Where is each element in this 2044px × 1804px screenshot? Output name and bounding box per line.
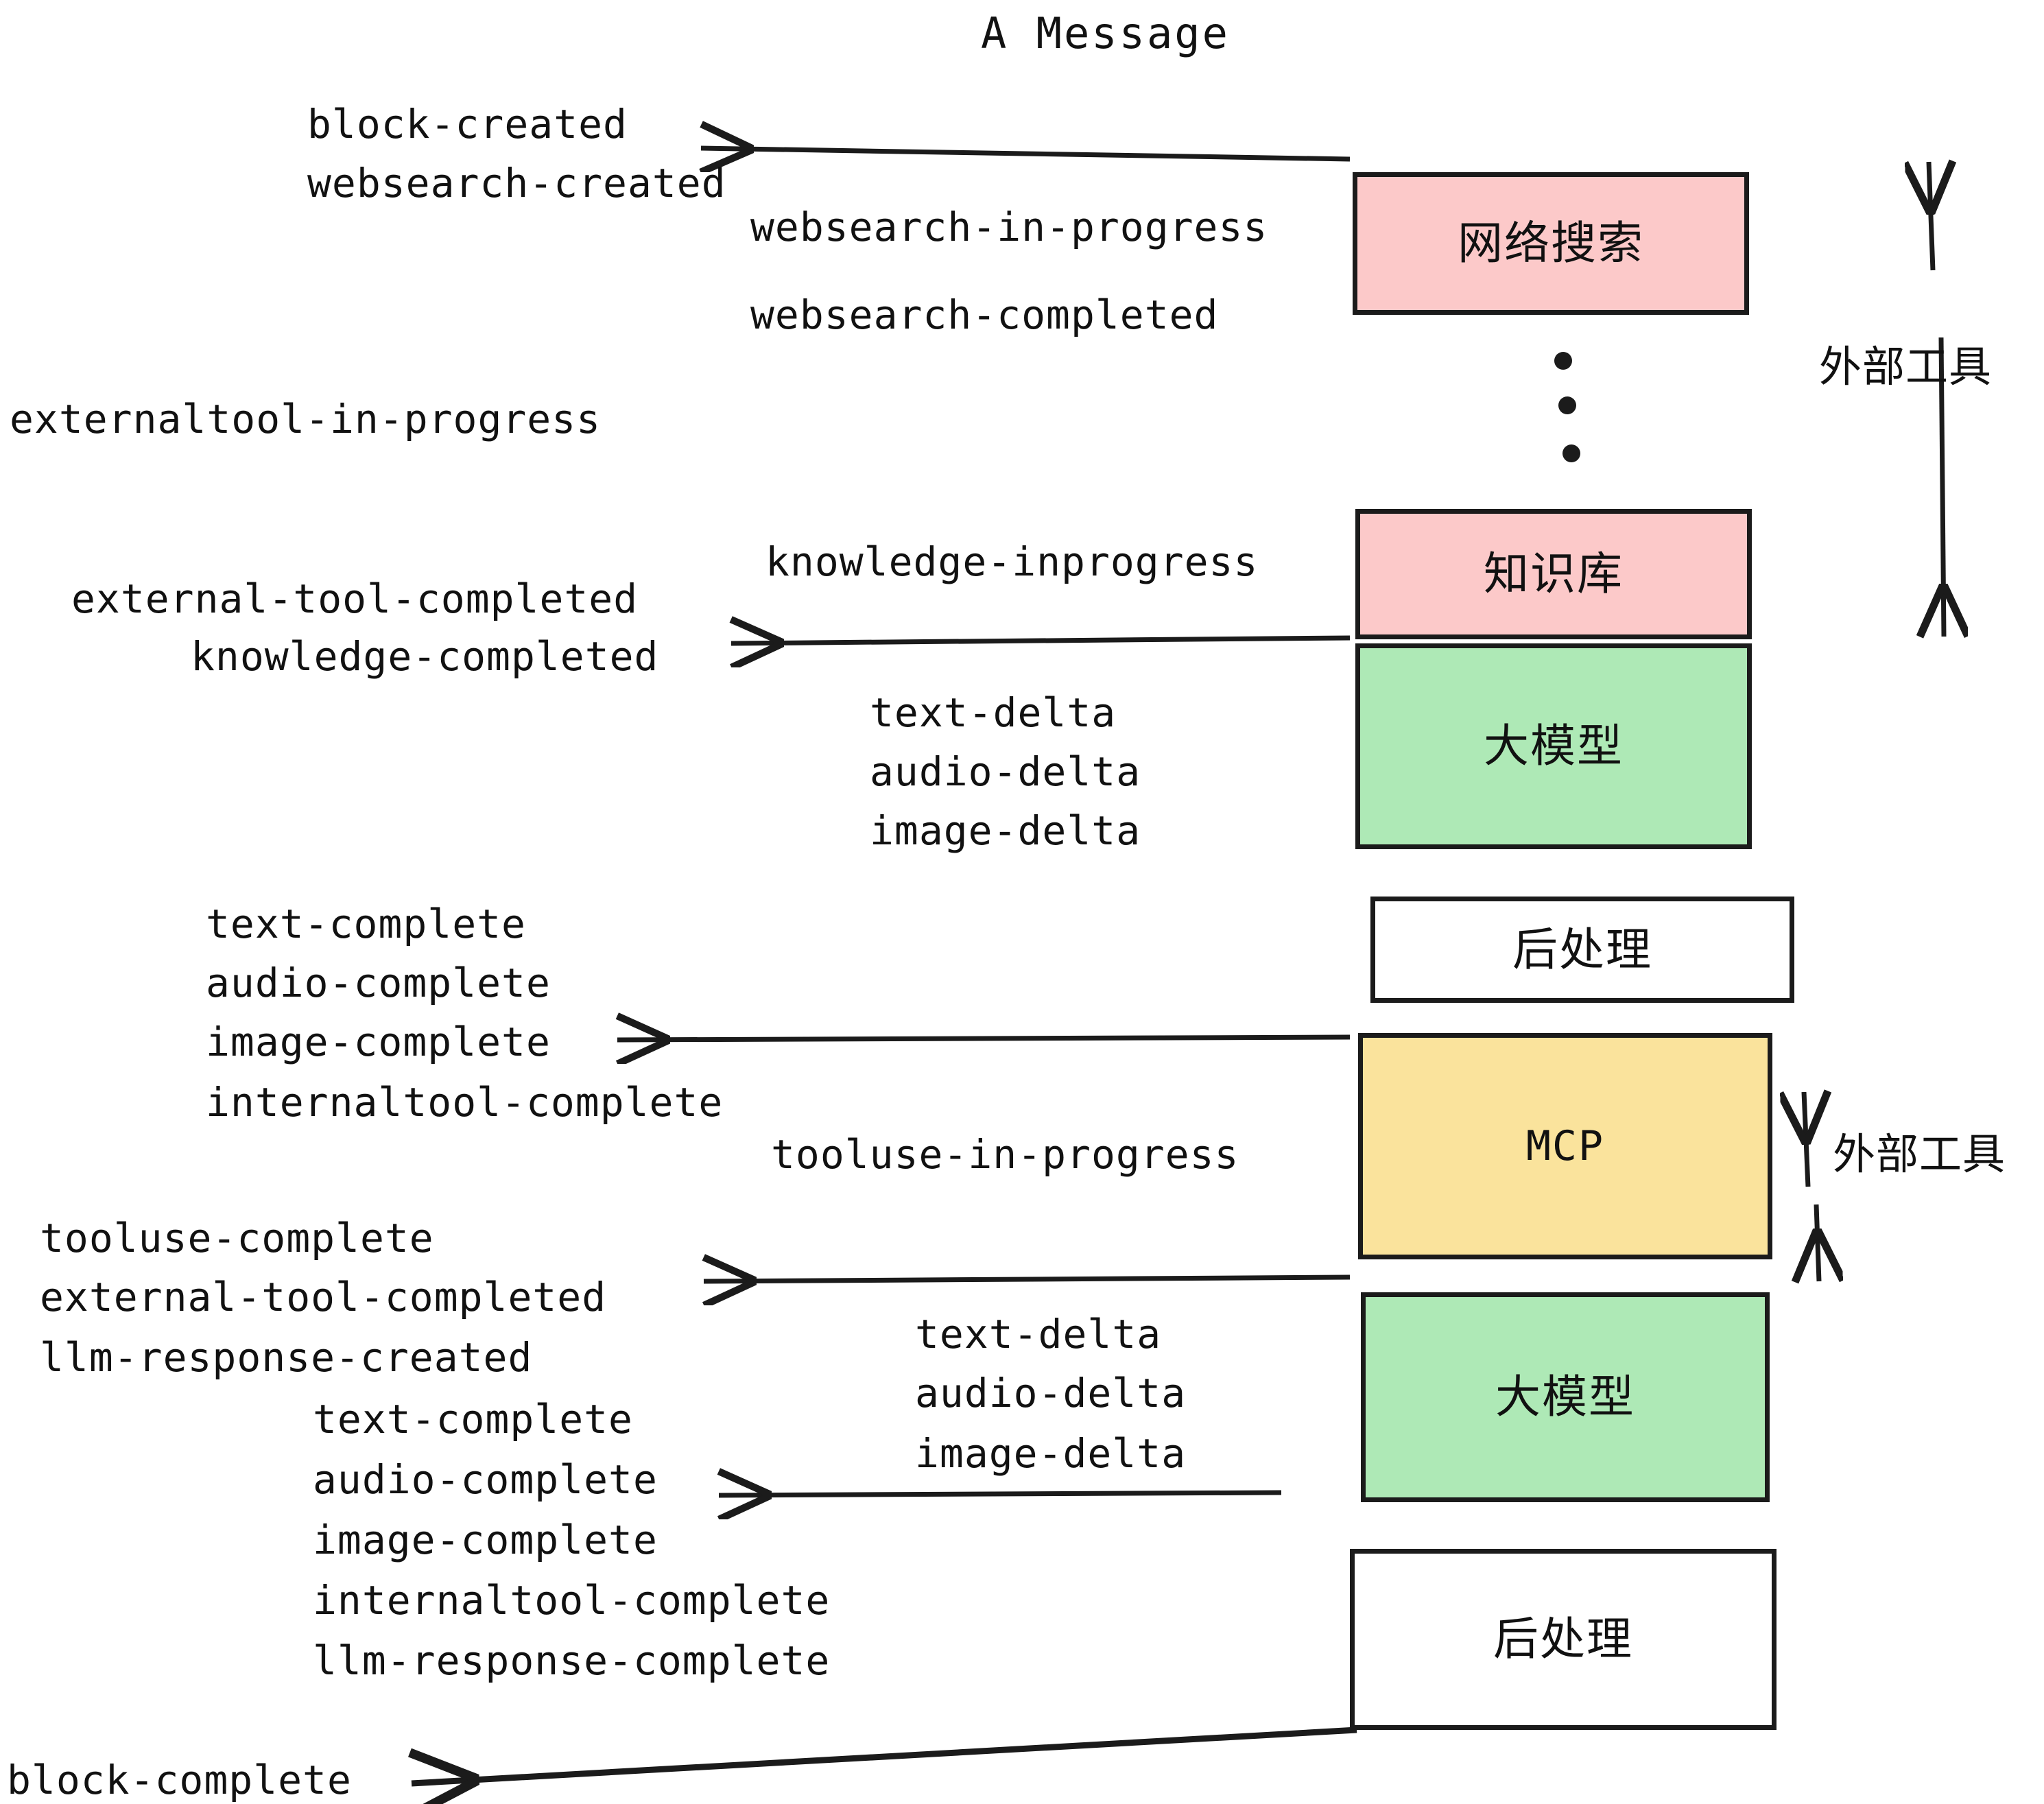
- box-llm-2[interactable]: 大模型: [1361, 1292, 1770, 1502]
- event-external-tool-completed-1: external-tool-completed: [71, 575, 639, 622]
- event-audio-complete-1: audio-complete: [206, 960, 551, 1006]
- event-tooluse-in-progress: tooluse-in-progress: [771, 1131, 1239, 1178]
- event-image-complete-2: image-complete: [313, 1517, 658, 1563]
- event-image-delta-1: image-delta: [870, 807, 1141, 854]
- event-llm-response-created: llm-response-created: [40, 1334, 533, 1381]
- event-text-delta-1: text-delta: [870, 689, 1117, 736]
- arrow-external-tools-bottom-down: [1816, 1204, 1819, 1281]
- box-postprocess-1[interactable]: 后处理: [1370, 897, 1794, 1003]
- event-internaltool-complete-2: internaltool-complete: [313, 1577, 831, 1624]
- box-mcp-label: MCP: [1525, 1122, 1605, 1170]
- event-internaltool-complete-1: internaltool-complete: [206, 1079, 724, 1126]
- event-block-created: block-created: [307, 101, 628, 147]
- event-image-delta-2: image-delta: [915, 1430, 1187, 1477]
- event-websearch-created: websearch-created: [307, 160, 726, 206]
- arrow-knowledge-completed: [731, 638, 1351, 643]
- event-websearch-in-progress: websearch-in-progress: [750, 204, 1268, 250]
- event-externaltool-in-progress: externaltool-in-progress: [10, 396, 602, 442]
- event-external-tool-completed-2: external-tool-completed: [40, 1274, 607, 1320]
- event-websearch-completed: websearch-completed: [750, 292, 1219, 338]
- ellipsis-dot: [1558, 396, 1576, 414]
- event-knowledge-inprogress: knowledge-inprogress: [765, 538, 1259, 585]
- box-websearch[interactable]: 网络搜索: [1353, 172, 1749, 315]
- page-title: A Message: [981, 8, 1230, 58]
- arrow-audio-complete: [719, 1493, 1282, 1495]
- event-text-complete-2: text-complete: [313, 1396, 633, 1443]
- box-postprocess-2-label: 后处理: [1493, 1613, 1633, 1665]
- event-llm-response-complete: llm-response-complete: [313, 1637, 831, 1684]
- ellipsis-dot: [1562, 444, 1580, 462]
- arrow-block-complete: [412, 1726, 1357, 1783]
- event-knowledge-completed: knowledge-completed: [191, 633, 659, 680]
- event-block-complete: block-complete: [7, 1757, 352, 1803]
- side-label-external-tools-top: 外部工具: [1819, 342, 1993, 392]
- box-mcp[interactable]: MCP: [1358, 1033, 1772, 1259]
- event-image-complete-1: image-complete: [206, 1019, 551, 1065]
- arrow-block-created: [701, 148, 1351, 159]
- box-llm-2-label: 大模型: [1495, 1370, 1635, 1423]
- ellipsis-dot: [1554, 352, 1572, 370]
- side-label-external-tools-bottom: 外部工具: [1833, 1129, 2006, 1179]
- event-audio-complete-2: audio-complete: [313, 1456, 658, 1503]
- arrow-tooluse-complete: [704, 1277, 1351, 1281]
- box-knowledge[interactable]: 知识库: [1355, 509, 1752, 639]
- box-websearch-label: 网络搜索: [1458, 217, 1644, 270]
- box-llm-1-label: 大模型: [1484, 720, 1624, 772]
- event-audio-delta-1: audio-delta: [870, 748, 1141, 795]
- event-audio-delta-2: audio-delta: [915, 1370, 1187, 1416]
- arrow-external-tools-bottom-up: [1804, 1092, 1808, 1187]
- box-postprocess-1-label: 后处理: [1512, 923, 1652, 976]
- event-text-delta-2: text-delta: [915, 1311, 1162, 1357]
- event-text-complete-1: text-complete: [206, 901, 526, 947]
- box-llm-1[interactable]: 大模型: [1355, 643, 1752, 849]
- box-postprocess-2[interactable]: 后处理: [1350, 1549, 1776, 1730]
- arrow-image-complete: [617, 1037, 1351, 1040]
- box-knowledge-label: 知识库: [1484, 547, 1624, 600]
- arrow-external-tools-top-up: [1929, 162, 1933, 271]
- event-tooluse-complete: tooluse-complete: [40, 1215, 434, 1261]
